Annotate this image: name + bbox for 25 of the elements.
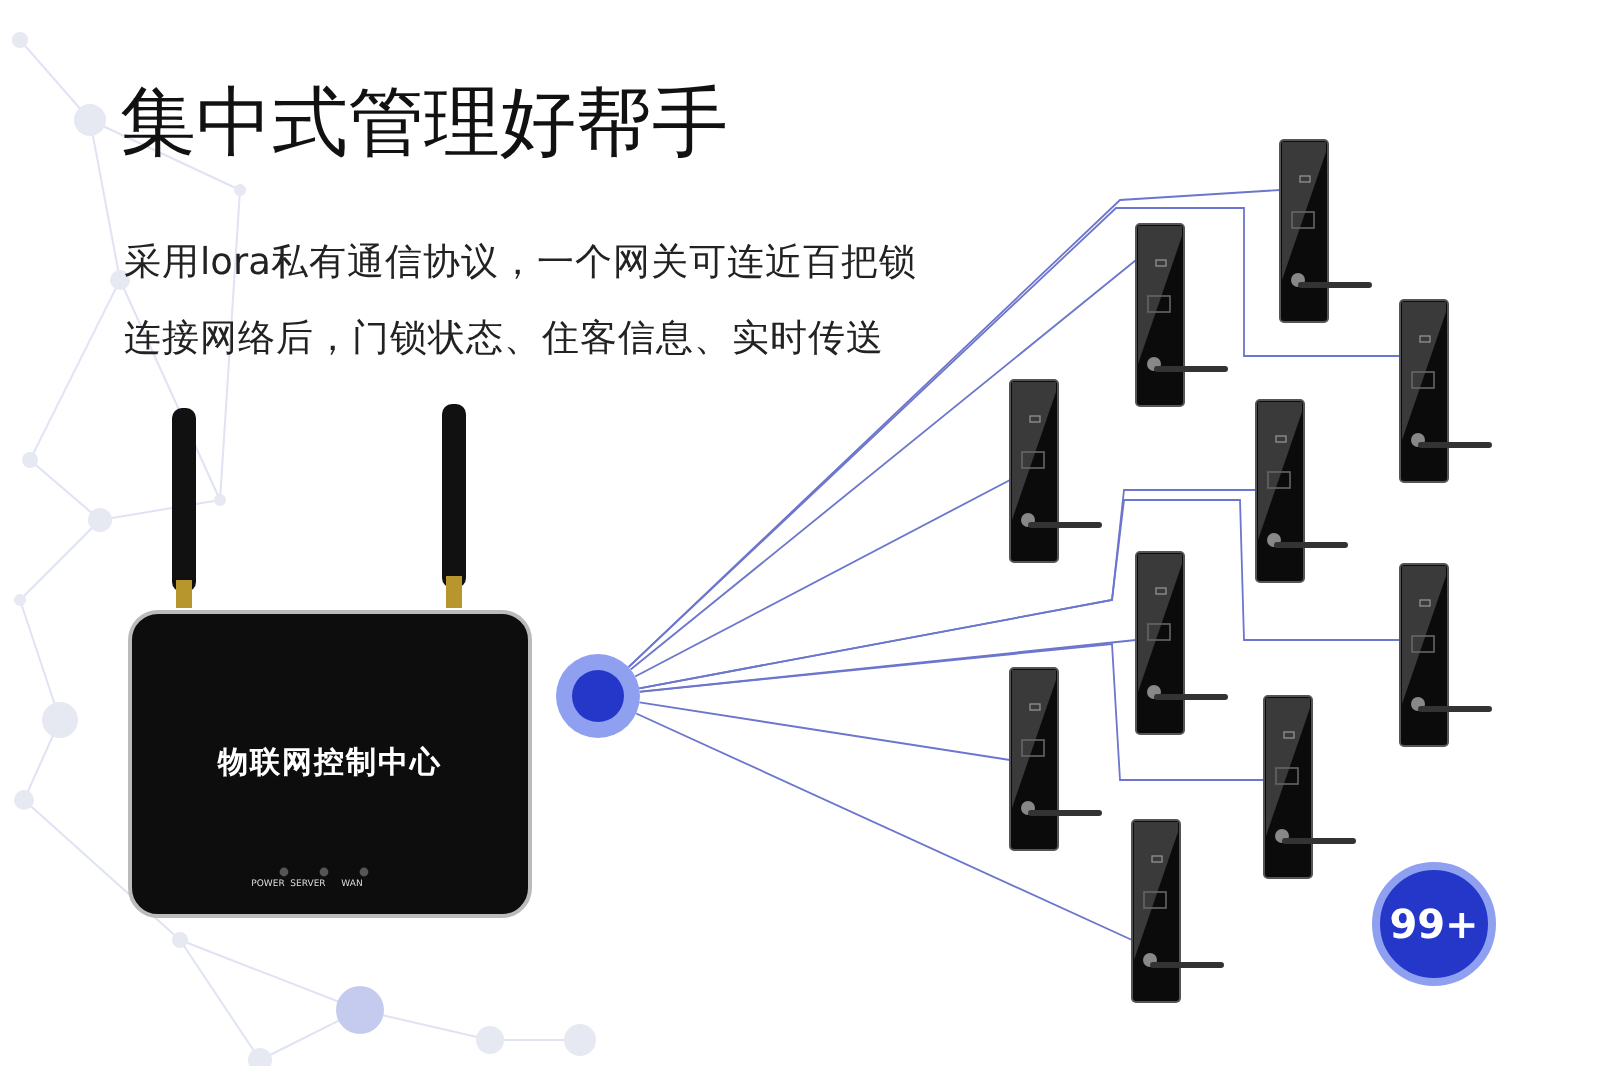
count-badge: 99+ xyxy=(1372,862,1496,986)
gateway-device-drawing xyxy=(124,400,536,924)
connection-line xyxy=(638,639,1137,693)
door-lock-drawing xyxy=(1136,552,1228,736)
door-lock-drawing xyxy=(1264,696,1356,880)
door-lock-drawing xyxy=(1280,140,1372,324)
door-lock-drawing xyxy=(1010,380,1102,564)
door-lock-drawing xyxy=(1400,300,1492,484)
door-lock-drawing xyxy=(1132,820,1224,1004)
connection-line xyxy=(638,701,1011,761)
door-lock-drawing xyxy=(1256,400,1348,584)
door-lock-drawing xyxy=(1400,564,1492,748)
connection-line xyxy=(629,259,1137,671)
connection-line xyxy=(638,499,1401,690)
heading: 集中式管理好帮手 xyxy=(120,76,728,170)
connection-line xyxy=(634,479,1011,678)
connection-line xyxy=(638,643,1265,781)
description-text: 连接网络后，门锁状态、住客信息、实时传送 xyxy=(124,316,884,362)
door-lock-drawing xyxy=(1136,224,1228,408)
device-label: 物联网控制中心 xyxy=(215,744,444,782)
door-lock-drawing xyxy=(1010,668,1102,852)
connection-line xyxy=(635,712,1133,941)
connection-line xyxy=(627,207,1401,669)
hub-circle xyxy=(556,654,640,738)
description-text: 采用lora私有通信协议，一个网关可连近百把锁 xyxy=(124,240,917,286)
